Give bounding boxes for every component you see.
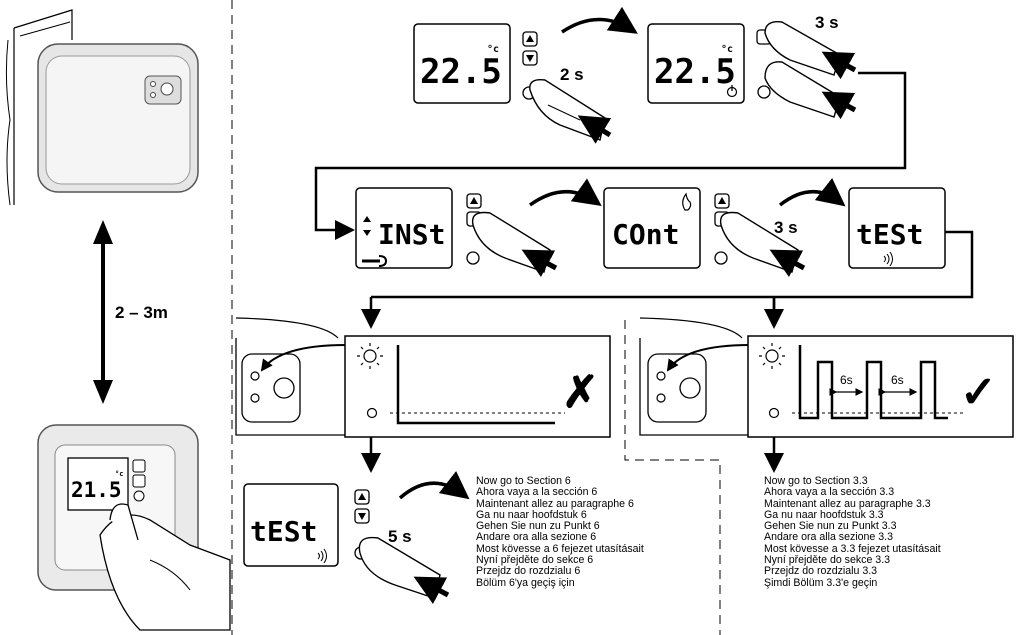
instruction-line: Şimdi Bölüm 3.3'e geçin: [764, 576, 878, 589]
finger-press-2: [756, 21, 857, 120]
flow-arrow-3: [778, 178, 846, 207]
led-signal-line-fail: [396, 345, 555, 425]
receiver-panel-fail: [235, 317, 347, 436]
interval-label-2: 6s: [891, 373, 904, 387]
power-icon: [726, 85, 738, 98]
flow-arrow-1: [561, 6, 638, 34]
hold-time-2s: 2 s: [560, 65, 584, 84]
sun-led-icon: [357, 343, 383, 369]
receiver-panel-ok: [639, 317, 751, 436]
signal-icon: [883, 251, 893, 267]
result-ok-mark: ✓: [960, 368, 997, 417]
instructions-fail: Now go to Section 6 Ahora vaya a la secc…: [476, 475, 644, 589]
lcd-comfort-text: COnt: [612, 218, 679, 251]
finger-press-4: [714, 193, 806, 277]
device-display-unit: °c: [115, 470, 123, 478]
lcd-temp-value-2: 22.5: [654, 52, 736, 92]
instruction-line: Przejdz do rozdzialu 3.3: [764, 565, 878, 578]
lcd-temp-value-1: 22.5: [420, 52, 502, 92]
instruction-line: Ahora vaya a la sección 3.3: [764, 486, 895, 499]
instruction-line: Maintenant allez au paragraphe 6: [476, 497, 634, 510]
hold-time-3s-top: 3 s: [815, 13, 839, 32]
hold-time-5s: 5 s: [388, 527, 412, 546]
lcd-install-display: [355, 187, 453, 269]
flame-icon: [682, 192, 692, 211]
instruction-line: Most kövesse a 3.3 fejezet utasításait: [764, 542, 941, 555]
interval-label-1: 6s: [840, 373, 853, 387]
instruction-line: Maintenant allez au paragraphe 3.3: [764, 497, 931, 510]
instruction-line: Andare ora alla sezione 6: [476, 531, 597, 544]
lcd-install-text: INSt: [378, 218, 445, 251]
lcd-test-text-2: tESt: [250, 515, 317, 548]
led-off-indicator: [768, 407, 780, 419]
lcd-test-text-1: tESt: [856, 218, 923, 251]
instruction-line: Bölüm 6'ya geçiş için: [476, 576, 575, 589]
thermostat-in-hand-illustration: [37, 424, 231, 631]
up-down-buttons-1: [522, 31, 538, 100]
instruction-line: Przejdz do rozdzialu 6: [476, 565, 581, 578]
instruction-line: Now go to Section 3.3: [764, 475, 868, 487]
flow-connector-1: [314, 71, 907, 240]
finger-press-1: [529, 79, 612, 144]
finger-press-5: [354, 489, 450, 604]
instruction-line: Gehen Sie nun zu Punkt 3.3: [764, 520, 897, 533]
distance-arrow: [93, 220, 113, 404]
signal-icon: [317, 548, 327, 564]
flow-arrow-4: [398, 471, 470, 500]
branch-separator: [624, 320, 721, 635]
instruction-line: Ga nu naar hoofdstuk 3.3: [764, 508, 884, 521]
led-chart-fail: [344, 335, 611, 438]
wrench-icon: [362, 255, 388, 267]
instruction-line: Nyní přejděte do sekce 6: [476, 554, 594, 567]
instruction-line: Ga nu naar hoofdstuk 6: [476, 508, 587, 521]
distance-label: 2 – 3m: [115, 303, 168, 322]
instructions-ok: Now go to Section 3.3 Ahora vaya a la se…: [764, 475, 941, 589]
device-display-value: 21.5: [71, 478, 122, 502]
lcd-test-display-2: [243, 483, 339, 567]
led-off-indicator: [366, 407, 378, 419]
flow-arrow-2: [528, 178, 602, 207]
lcd-comfort-display: [603, 187, 701, 269]
hold-time-3s-mid: 3 s: [774, 218, 798, 237]
lcd-temp-unit-1: °c: [487, 44, 499, 55]
instruction-line: Ahora vaya a la sección 6: [476, 486, 598, 499]
finger-press-3: [471, 211, 558, 277]
instruction-line: Nyní přejděte do sekce 3.3: [764, 554, 891, 567]
instruction-line: Now go to Section 6: [476, 475, 571, 487]
result-fail-mark: ✗: [562, 368, 599, 417]
instruction-line: Most kövesse a 6 fejezet utasításait: [476, 542, 644, 555]
lcd-temp-display-2: [647, 23, 745, 104]
sun-led-icon: [759, 343, 785, 369]
receiver-unit-illustration: [5, 9, 199, 206]
lcd-temp-unit-2: °c: [721, 44, 733, 55]
lcd-test-display-1: [848, 187, 946, 269]
instruction-line: Gehen Sie nun zu Punkt 6: [476, 520, 600, 533]
instruction-line: Andare ora alla sezione 3.3: [764, 531, 893, 544]
led-pulse-signal: [798, 345, 948, 420]
lcd-temp-display-1: [413, 23, 511, 104]
